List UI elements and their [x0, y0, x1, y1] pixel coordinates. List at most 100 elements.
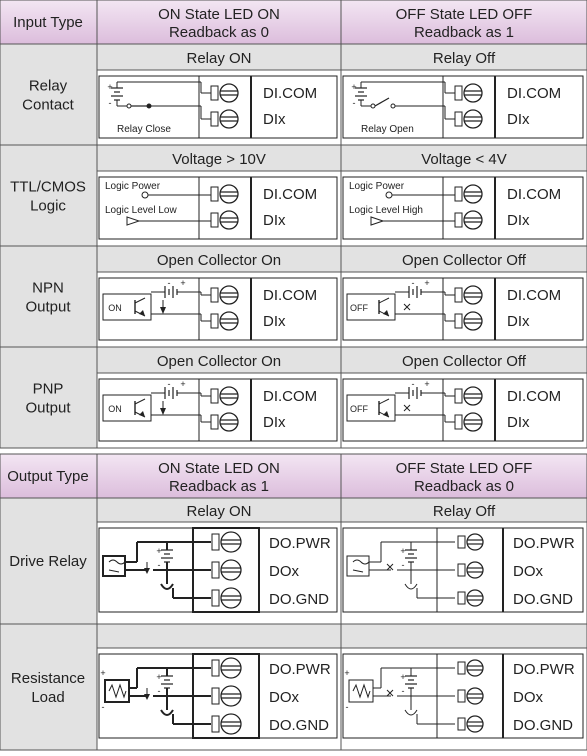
screw-terminal-icon: [454, 311, 483, 331]
buffer-icon: [126, 216, 141, 226]
subtitle-on: Open Collector On: [157, 252, 281, 269]
buffer-icon: [370, 216, 385, 226]
row-label-line1: NPN: [32, 280, 64, 297]
screw-terminal-icon: [210, 210, 239, 230]
screw-head-icon: [220, 685, 242, 707]
screw-terminal-icon: [210, 109, 239, 129]
screw-terminal-icon: [454, 285, 483, 305]
screw-head-icon: [220, 713, 242, 735]
header-type-cell: [0, 453, 98, 499]
logic-source-label: Logic Power: [105, 181, 161, 192]
terminal-label-3: DO.GND: [513, 591, 573, 608]
terminal-label-1: DO.PWR: [513, 661, 575, 678]
emitter-arrow-icon: [383, 411, 389, 417]
wire-line: [386, 563, 394, 571]
screw-terminal-icon: [457, 687, 484, 705]
subtitle-strip-on: [96, 144, 342, 172]
terminal-label-3: DO.GND: [269, 591, 329, 608]
row-label-cell: [0, 346, 98, 449]
plus-sign: +: [180, 379, 185, 389]
terminal-label-2: DIx: [507, 313, 530, 330]
wire-line: [134, 398, 146, 405]
transistor-box: [102, 394, 152, 422]
plus-sign: +: [400, 546, 405, 556]
terminal-slot-icon: [457, 689, 466, 703]
contact-caption: Relay Close: [117, 124, 171, 135]
terminal-slot-icon: [454, 85, 463, 101]
screw-terminal-icon: [454, 184, 483, 204]
transistor-box: [346, 394, 396, 422]
row-label-cell: [0, 245, 98, 348]
terminal-label-2: DOx: [513, 563, 544, 580]
terminal-slot-icon: [210, 186, 219, 202]
minus-sign: -: [353, 98, 356, 108]
minus-sign: -: [402, 686, 405, 696]
terminal-label-1: DO.PWR: [513, 535, 575, 552]
screw-terminal-icon: [211, 685, 242, 707]
subtitle-on: Open Collector On: [157, 353, 281, 370]
screw-head-icon: [219, 184, 239, 204]
screw-head-icon: [220, 559, 242, 581]
terminal-slot-icon: [454, 313, 463, 329]
contact-icon: [390, 103, 396, 109]
row-label-line1: Resistance: [11, 670, 85, 687]
ground-loop-icon: [160, 583, 174, 590]
terminal-slot-icon: [457, 717, 466, 731]
terminal-slot-icon: [457, 661, 466, 675]
row-label-line2: Load: [31, 689, 64, 706]
resistor-box: [104, 679, 130, 703]
ground-loop-icon: [404, 709, 418, 716]
terminal-label-1: DO.PWR: [269, 535, 331, 552]
terminal-dot-icon: [141, 191, 149, 199]
screw-head-icon: [463, 311, 483, 331]
minus-sign: -: [109, 98, 112, 108]
subtitle-on: Voltage > 10V: [172, 151, 266, 168]
minus-sign: -: [102, 702, 105, 712]
subtitle-on: Relay ON: [186, 50, 251, 67]
plus-sign: +: [400, 672, 405, 682]
plus-sign: +: [351, 82, 356, 92]
header-on-line1: ON State LED ON: [158, 6, 280, 23]
screw-terminal-icon: [457, 533, 484, 551]
screw-terminal-icon: [211, 587, 242, 609]
terminal-label-2: DOx: [513, 689, 544, 706]
minus-sign: -: [412, 379, 415, 389]
screw-terminal-icon: [457, 659, 484, 677]
terminal-label-1: DI.COM: [507, 388, 561, 405]
screw-terminal-icon: [454, 210, 483, 230]
screw-head-icon: [463, 109, 483, 129]
resistor-icon: [108, 683, 127, 699]
header-type-label: Input Type: [13, 14, 83, 31]
screw-head-icon: [466, 561, 484, 579]
transistor-tag: OFF: [350, 404, 368, 414]
screw-head-icon: [220, 657, 242, 679]
subtitle-strip-off: [340, 497, 587, 523]
optocoupler-icon: OFF: [346, 293, 396, 321]
transistor-tag: ON: [108, 303, 122, 313]
terminal-slot-icon: [211, 659, 220, 677]
screw-terminal-icon: [454, 386, 483, 406]
ground-loop-icon: [404, 583, 418, 590]
screw-head-icon: [220, 531, 242, 553]
resistor-icon: [352, 683, 371, 699]
terminal-label-3: DO.GND: [269, 717, 329, 734]
header-type-label: Output Type: [7, 468, 88, 485]
current-arrow-icon: [144, 568, 150, 574]
optocoupler-icon: ON: [102, 293, 152, 321]
screw-terminal-icon: [210, 83, 239, 103]
terminal-slot-icon: [454, 212, 463, 228]
terminal-slot-icon: [454, 388, 463, 404]
screw-head-icon: [219, 311, 239, 331]
terminal-label-1: DI.COM: [507, 287, 561, 304]
row-label-line2: Output: [25, 299, 71, 316]
subtitle-off: Voltage < 4V: [421, 151, 507, 168]
terminal-label-2: DIx: [507, 212, 530, 229]
logic-level-label: Logic Level High: [349, 205, 423, 216]
plus-sign: +: [180, 278, 185, 288]
header-on-cell: [96, 453, 342, 499]
terminal-slot-icon: [454, 414, 463, 430]
